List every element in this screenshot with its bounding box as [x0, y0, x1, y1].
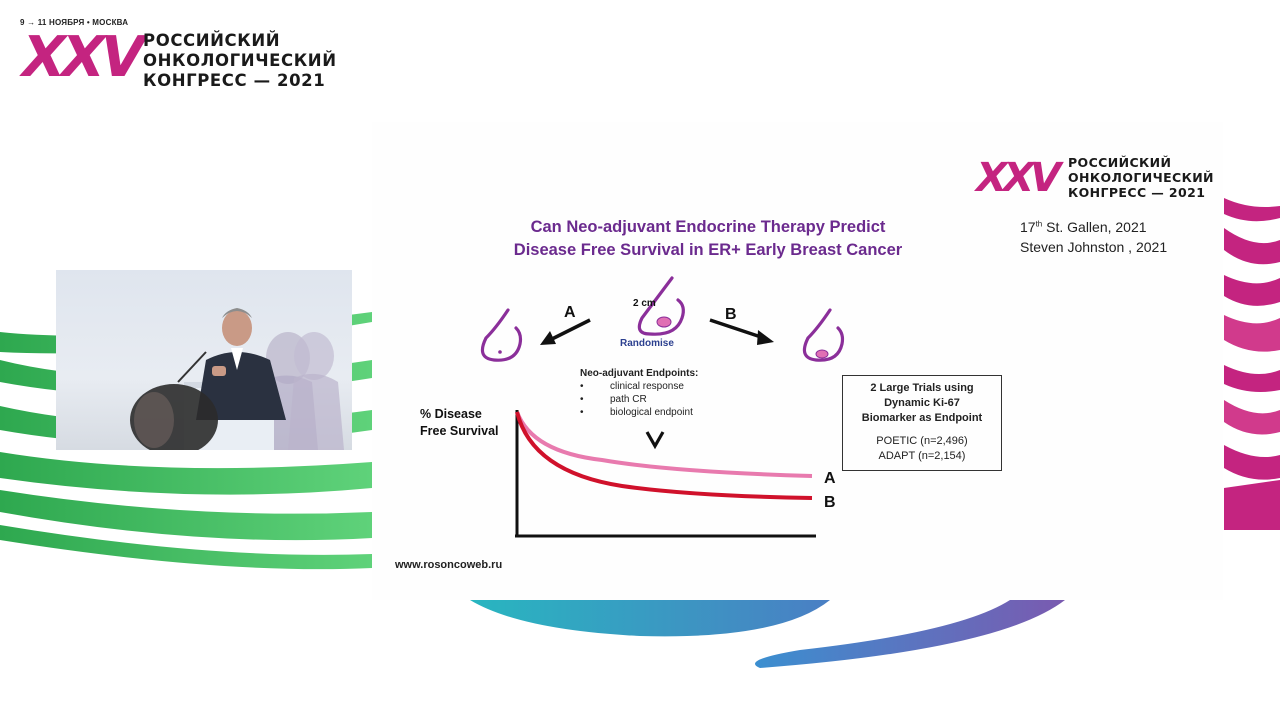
reference-conference-name: St. Gallen, 2021 [1042, 219, 1147, 235]
list-item: • biological endpoint [574, 406, 698, 419]
bullet: • [580, 407, 584, 418]
trial-item: ADAPT (n=2,154) [878, 450, 966, 462]
speaker-video-frame [130, 308, 344, 450]
curve-a-label: A [824, 470, 836, 487]
list-item: • path CR [574, 393, 698, 406]
trials-title-line: Biomarker as Endpoint [861, 412, 983, 424]
list-item: • clinical response [574, 380, 698, 393]
slide-logo-line: КОНГРЕСС — 2021 [1068, 185, 1206, 200]
y-axis-label-line: Free Survival [420, 424, 499, 438]
y-axis-label-line: % Disease [420, 407, 482, 421]
slide-logo-title: РОССИЙСКИЙ ОНКОЛОГИЧЕСКИЙ КОНГРЕСС — 202… [1068, 155, 1214, 200]
slide-logo-line: РОССИЙСКИЙ [1068, 155, 1172, 170]
website-url: www.rosoncoweb.ru [395, 559, 503, 571]
slide-logo-line: ОНКОЛОГИЧЕСКИЙ [1068, 170, 1214, 185]
trials-box: 2 Large Trials using Dynamic Ki-67 Bioma… [842, 375, 1002, 471]
bullet: • [580, 394, 584, 405]
endpoint-text: biological endpoint [610, 407, 693, 418]
y-axis-label: % Disease Free Survival [420, 406, 499, 440]
tumor-icon [656, 316, 672, 328]
arm-b-label: B [725, 306, 737, 323]
down-arrow-icon [645, 431, 665, 450]
right-breast-icon [802, 308, 845, 362]
curve-b [515, 411, 813, 500]
trial-diagram [480, 276, 845, 538]
event-date: 9 → 11 НОЯБРЯ • МОСКВА [20, 18, 129, 27]
endpoints-list: Neo-adjuvant Endpoints: • clinical respon… [574, 368, 698, 419]
reference-author: Steven Johnston , 2021 [1020, 239, 1168, 255]
reference-ordinal-suffix: th [1035, 219, 1043, 229]
trial-item: POETIC (n=2,496) [876, 435, 968, 447]
congress-logo-mark: XXV [15, 25, 147, 90]
endpoints-title: Neo-adjuvant Endpoints: [580, 368, 699, 379]
slide-title-line: Can Neo-adjuvant Endocrine Therapy Predi… [530, 218, 886, 236]
randomise-label: Randomise [620, 338, 674, 349]
bullet: • [580, 381, 584, 392]
curve-b-label: B [824, 494, 836, 511]
curve-a [515, 411, 813, 478]
endpoint-text: clinical response [610, 381, 684, 392]
slide-title: Can Neo-adjuvant Endocrine Therapy Predi… [468, 216, 948, 262]
endpoint-text: path CR [610, 394, 647, 405]
trials-title-line: 2 Large Trials using [870, 382, 974, 394]
center-breast-icon [637, 276, 685, 336]
congress-title-line: КОНГРЕСС — 2021 [143, 70, 326, 90]
tumor-size-label: 2 cm [633, 298, 656, 309]
reference-conference: 17th St. Gallen, 2021 [1020, 219, 1147, 235]
left-breast-icon [480, 308, 523, 362]
congress-title: РОССИЙСКИЙ ОНКОЛОГИЧЕСКИЙ КОНГРЕСС — 202… [143, 31, 337, 90]
slide-title-line: Disease Free Survival in ER+ Early Breas… [513, 241, 903, 260]
arm-a-label: A [564, 304, 576, 321]
speaker-video [56, 270, 352, 450]
congress-title-line: ОНКОЛОГИЧЕСКИЙ [143, 50, 337, 70]
presentation-slide: XXV РОССИЙСКИЙ ОНКОЛОГИЧЕСКИЙ КОНГРЕСС —… [372, 122, 1223, 600]
congress-title-line: РОССИЙСКИЙ [143, 31, 281, 50]
trials-title-line: Dynamic Ki-67 [884, 397, 960, 409]
reference-ordinal: 17 [1020, 219, 1036, 235]
